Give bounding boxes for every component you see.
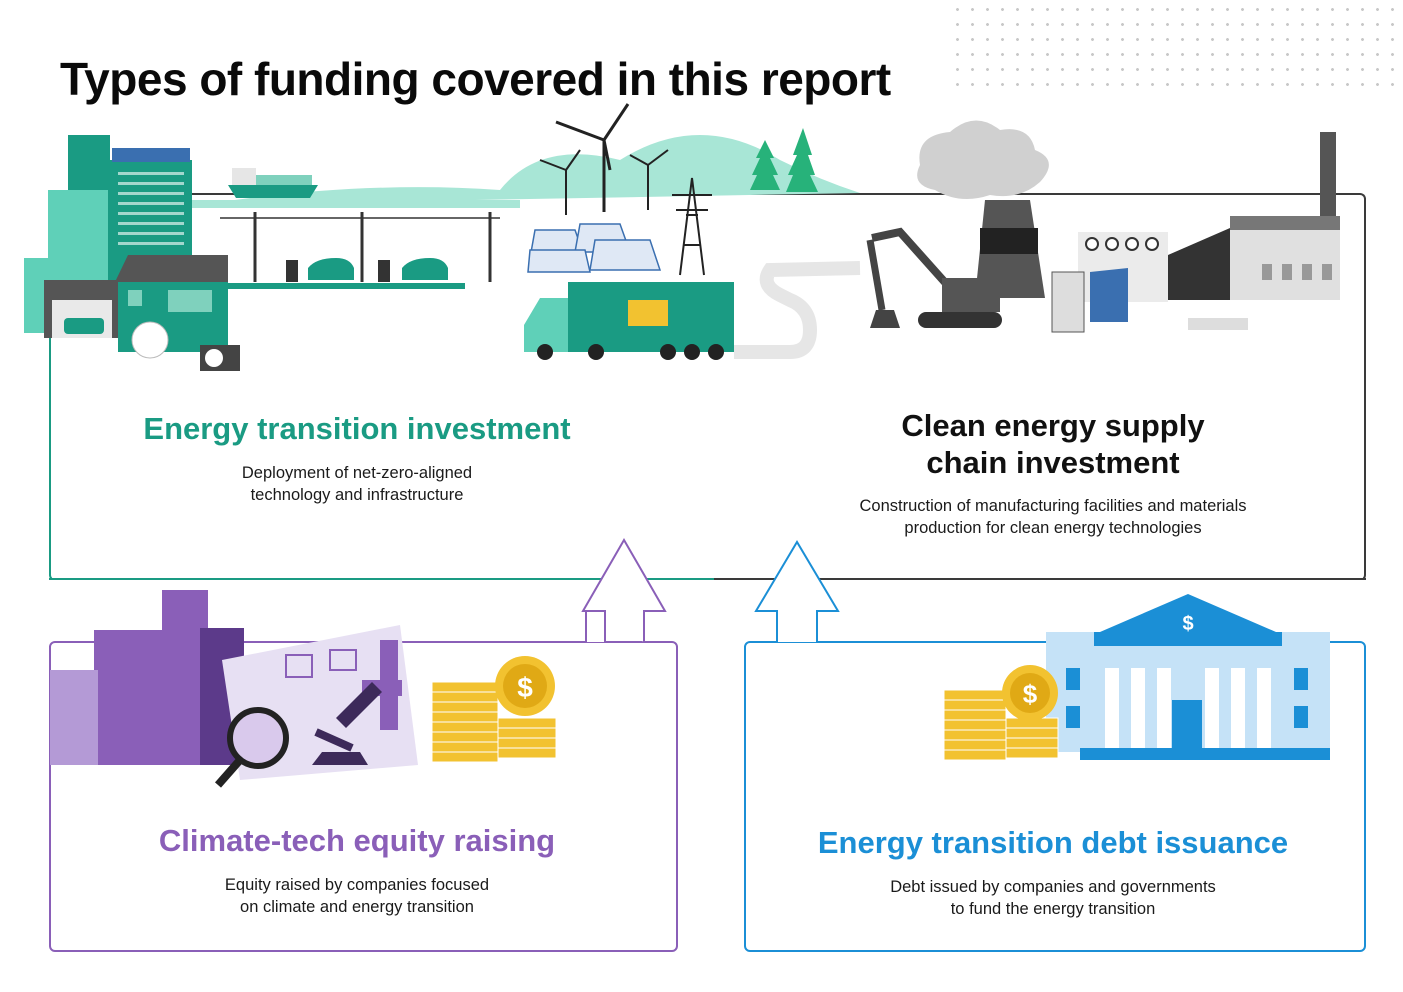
top-panel-bottom-border-green <box>49 578 714 580</box>
coin-symbol: $ <box>517 672 533 703</box>
electric-truck-icon <box>524 282 734 360</box>
climate-tech-equity-desc-line1: Equity raised by companies focused <box>224 876 490 894</box>
solar-panels-icon <box>527 223 662 273</box>
clean-energy-supply-chain-title-line2: chain investment <box>926 445 1180 480</box>
energy-transition-investment-title: Energy transition investment <box>143 411 571 446</box>
debt-issuance-title: Energy transition debt issuance <box>817 825 1289 860</box>
excavator-icon <box>866 227 1002 328</box>
debt-arrow-icon <box>754 540 840 642</box>
energy-transition-investment-desc-line2: technology and infrastructure <box>250 486 464 504</box>
energy-transition-investment-desc-line1: Deployment of net-zero-aligned <box>241 464 473 482</box>
microscope-icon <box>312 682 382 765</box>
hills-icon <box>120 135 860 208</box>
top-panel-bottom-border-dark <box>714 578 1366 580</box>
factory-icon <box>917 120 1340 333</box>
bank-building-icon <box>1046 594 1330 760</box>
power-pylon-icon <box>672 177 712 276</box>
road-curve-icon <box>734 261 861 359</box>
climate-tech-equity-title: Climate-tech equity raising <box>158 823 556 858</box>
climate-tech-buildings-icon <box>50 590 244 765</box>
debt-issuance-desc-line1: Debt issued by companies and governments <box>890 878 1216 896</box>
page-title: Types of funding covered in this report <box>60 53 891 105</box>
equity-arrow-icon <box>581 538 667 642</box>
clean-energy-supply-chain-desc-line1: Construction of manufacturing facilities… <box>859 497 1247 515</box>
tree-icon <box>750 128 818 192</box>
clean-energy-supply-chain-title-line1: Clean energy supply <box>901 408 1205 443</box>
climate-tech-equity-desc-line2: on climate and energy transition <box>240 898 474 916</box>
debt-issuance-desc-line2: to fund the energy transition <box>950 900 1156 918</box>
electric-cars-icon <box>220 212 500 289</box>
wind-turbine-icon <box>539 103 669 215</box>
debt-coin-symbol: $ <box>1023 679 1038 709</box>
debt-coin-stack-icon <box>943 665 1059 761</box>
clean-energy-supply-chain-desc-line2: production for clean energy technologies <box>904 519 1202 537</box>
coin-stack-icon <box>431 656 557 763</box>
city-buildings-icon <box>24 135 240 371</box>
magnifier-icon <box>214 707 289 788</box>
dot-pattern-decoration <box>950 2 1400 90</box>
cargo-ship-icon <box>228 168 318 198</box>
bank-symbol: $ <box>1182 613 1193 635</box>
